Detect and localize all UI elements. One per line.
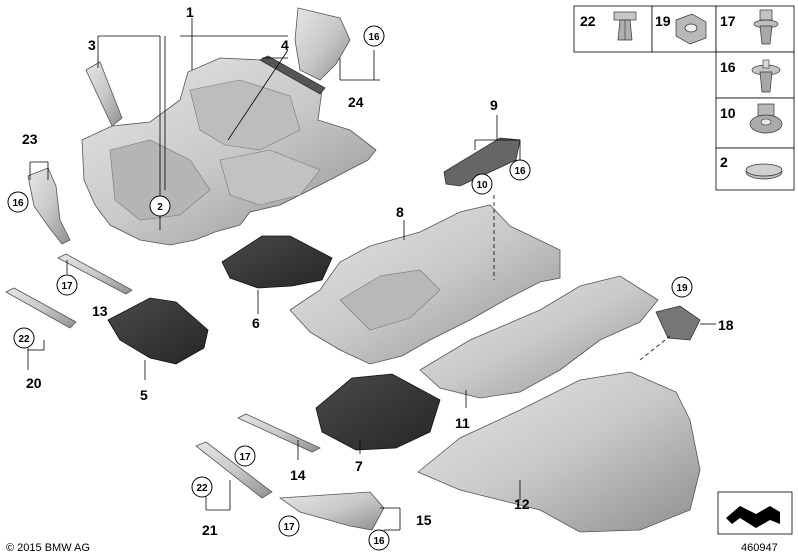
- svg-text:22: 22: [196, 483, 208, 494]
- push-rivet-icon: [751, 59, 781, 93]
- callout-12: 12: [514, 496, 530, 512]
- svg-text:17: 17: [239, 452, 251, 463]
- circled-ref-2: 2: [149, 195, 171, 217]
- legend-number-19: 19: [655, 13, 671, 29]
- legend-cell-16: [715, 51, 795, 99]
- callout-6: 6: [252, 315, 260, 331]
- circled-ref-22-b: 22: [191, 476, 213, 498]
- svg-text:16: 16: [12, 198, 24, 209]
- callout-8: 8: [396, 204, 404, 220]
- sill-strip-13: [57, 253, 133, 295]
- bracket-18: [655, 305, 701, 341]
- wheel-arch-trim: [294, 7, 351, 81]
- pillar-trim: [27, 167, 71, 245]
- svg-text:17: 17: [283, 522, 295, 533]
- callout-4: 4: [281, 37, 289, 53]
- callout-14: 14: [290, 467, 306, 483]
- hex-nut-icon: [675, 13, 707, 45]
- callout-13: 13: [92, 303, 108, 319]
- circled-ref-19: 19: [671, 276, 693, 298]
- diagram-id: 460947: [741, 542, 778, 554]
- cable-channel-strip: [259, 55, 326, 95]
- legend-number-22: 22: [580, 13, 596, 29]
- callout-18: 18: [718, 317, 734, 333]
- threaded-clip-icon: [749, 103, 783, 134]
- callout-21: 21: [202, 522, 218, 538]
- floor-mat-6: [221, 235, 333, 289]
- plug-cap-icon: [745, 163, 783, 180]
- circled-ref-16-part9: 16: [509, 159, 531, 181]
- svg-text:16: 16: [368, 32, 380, 43]
- callout-9: 9: [490, 97, 498, 113]
- floor-mat-7: [315, 373, 441, 451]
- rear-floor-carpet: [289, 204, 561, 365]
- circled-ref-16-bottom: 16: [368, 529, 390, 551]
- svg-text:16: 16: [373, 536, 385, 547]
- circled-ref-10: 10: [471, 173, 493, 195]
- circled-ref-22-a: 22: [13, 327, 35, 349]
- sill-trim-21: [195, 441, 273, 499]
- orientation-arrow-icon: [717, 491, 793, 535]
- circled-ref-16-top: 16: [363, 25, 385, 47]
- circled-ref-16-left: 16: [7, 191, 29, 213]
- svg-text:17: 17: [61, 281, 73, 292]
- legend-number-2: 2: [720, 154, 728, 170]
- luggage-floor: [419, 275, 659, 399]
- circled-ref-17-b: 17: [234, 445, 256, 467]
- part-9: [443, 137, 521, 187]
- callout-7: 7: [355, 458, 363, 474]
- svg-text:19: 19: [676, 283, 688, 294]
- expansion-clip-icon: [753, 9, 779, 45]
- sill-trim-15: [278, 491, 385, 531]
- svg-text:2: 2: [157, 202, 163, 213]
- copyright-notice: © 2015 BMW AG: [6, 542, 90, 554]
- floor-mat-5: [107, 297, 209, 365]
- side-trim-strip: [85, 61, 123, 127]
- callout-11: 11: [455, 415, 470, 431]
- sill-trim-14: [237, 413, 321, 453]
- legend-number-17: 17: [720, 13, 736, 29]
- callout-5: 5: [140, 387, 148, 403]
- callout-20: 20: [26, 375, 42, 391]
- callout-3: 3: [88, 37, 96, 53]
- legend-cell-22: [573, 5, 653, 53]
- callout-24: 24: [348, 94, 364, 110]
- legend-number-10: 10: [720, 105, 736, 121]
- svg-text:10: 10: [476, 180, 488, 191]
- circled-ref-17-a: 17: [56, 274, 78, 296]
- legend-number-16: 16: [720, 59, 736, 75]
- svg-text:22: 22: [18, 334, 30, 345]
- callout-1: 1: [186, 4, 194, 20]
- circled-ref-17-c: 17: [278, 515, 300, 537]
- trunk-floor: [417, 371, 701, 533]
- svg-text:16: 16: [514, 166, 526, 177]
- sill-strip-20: [5, 287, 77, 329]
- fastener-legend: 22 19 17 16 10 2: [573, 5, 795, 191]
- front-floor-carpet: [81, 57, 377, 246]
- callout-23: 23: [22, 131, 38, 147]
- push-clip-icon: [613, 11, 637, 41]
- callout-15: 15: [416, 512, 432, 528]
